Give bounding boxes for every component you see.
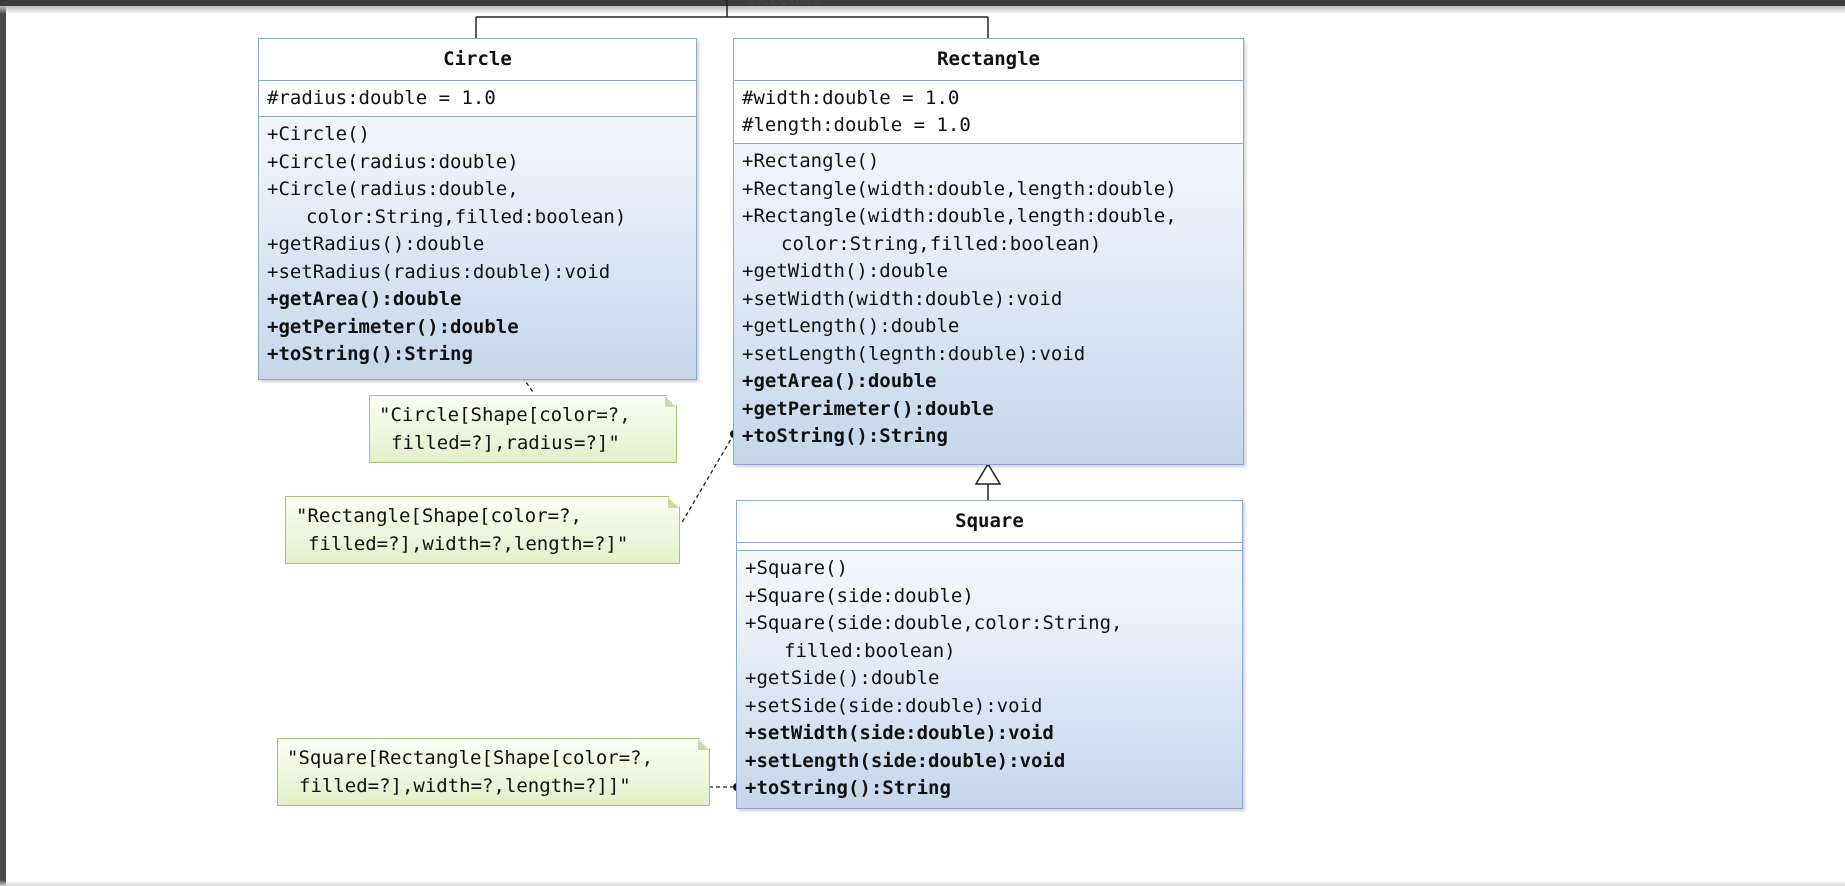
- operation-line: +Circle(radius:double,: [267, 178, 519, 200]
- class-circle-operations: +Circle() +Circle(radius:double) +Circle(r…: [259, 117, 696, 373]
- class-square-operations: +Square() +Square(side:double) +Square(sid…: [737, 551, 1242, 807]
- operation-line: +setLength(side:double):void: [745, 749, 1066, 772]
- note-rectangle-tostring: "Rectangle[Shape[color=?, filled=?],widt…: [285, 496, 680, 564]
- operation-line: +getArea():double: [267, 288, 462, 310]
- operation-line: filled:boolean): [784, 639, 956, 662]
- note-fold-corner: [665, 396, 676, 407]
- note-line: "Circle[Shape[color=?,: [379, 404, 631, 426]
- note-square-tostring: "Square[Rectangle[Shape[color=?, filled=…: [277, 738, 710, 806]
- operation-line: color:String,filled:boolean): [306, 205, 627, 228]
- note-line: filled=?],width=?,length=?]]": [299, 774, 631, 797]
- operation-line: +Square(): [745, 557, 848, 579]
- window-left-edge: [0, 0, 6, 886]
- operation-line: +Circle(): [267, 123, 370, 145]
- operation-line: +getLength():double: [742, 315, 960, 337]
- attribute-line: #radius:double = 1.0: [267, 87, 496, 109]
- operation-line: +Square(side:double): [745, 584, 974, 607]
- operation-line: +toString():String: [745, 777, 951, 799]
- note-fold-corner: [698, 739, 709, 750]
- operation-line: +getArea():double: [742, 370, 937, 392]
- inheritance-arrowhead: [974, 462, 1002, 485]
- operation-line: +setWidth(width:double):void: [742, 287, 1063, 310]
- class-rectangle-operations: +Rectangle() +Rectangle(width:double,leng…: [734, 144, 1243, 455]
- operation-line: +toString():String: [267, 343, 473, 365]
- class-circle-title: Circle: [259, 39, 696, 81]
- operation-line: +Rectangle(): [742, 150, 880, 172]
- operation-line: +Rectangle(width:double,length:double): [742, 177, 1177, 200]
- note-line: filled=?],radius=?]": [391, 431, 620, 454]
- class-square-title: Square: [737, 501, 1242, 543]
- note-fold-corner: [668, 497, 679, 508]
- operation-line: +setWidth(side:double):void: [745, 722, 1054, 744]
- rectangle-note-link: [680, 433, 735, 525]
- window-top-shadow: [0, 6, 1845, 14]
- operation-line: +Circle(radius:double): [267, 150, 519, 173]
- class-rectangle[interactable]: Rectangle #width:double = 1.0 #length:dou…: [733, 38, 1244, 465]
- operation-line: +Rectangle(width:double,length:double,: [742, 205, 1177, 227]
- class-square[interactable]: Square +Square()+Square(side:double)+Squ…: [736, 500, 1243, 809]
- operation-line: +getSide():double: [745, 667, 940, 689]
- class-circle[interactable]: Circle #radius:double = 1.0 +Circle()+Ci…: [258, 38, 697, 380]
- class-rectangle-title: Rectangle: [734, 39, 1243, 81]
- note-line: "Square[Rectangle[Shape[color=?,: [287, 747, 654, 769]
- operation-line: color:String,filled:boolean): [781, 232, 1102, 255]
- window-bottom-shadow: [0, 880, 1845, 886]
- note-line: filled=?],width=?,length=?]": [308, 532, 629, 555]
- window-top-edge: [0, 0, 1845, 6]
- operation-line: +setRadius(radius:double):void: [267, 260, 611, 283]
- operation-line: +setSide(side:double):void: [745, 694, 1043, 717]
- note-circle-tostring: "Circle[Shape[color=?, filled=?],radius=…: [369, 395, 677, 463]
- note-line: "Rectangle[Shape[color=?,: [296, 505, 582, 527]
- extends-label-cut: extends: [746, 0, 822, 9]
- operation-line: +Square(side:double,color:String,: [745, 612, 1123, 634]
- class-rectangle-attributes: #width:double = 1.0 #length:double = 1.0: [734, 81, 1243, 144]
- operation-line: +getPerimeter():double: [742, 397, 994, 420]
- operation-line: +getRadius():double: [267, 233, 485, 255]
- class-circle-attributes: #radius:double = 1.0: [259, 81, 696, 117]
- operation-line: +getPerimeter():double: [267, 315, 519, 338]
- operation-line: +setLength(legnth:double):void: [742, 342, 1086, 365]
- attribute-line: #width:double = 1.0: [742, 87, 960, 109]
- class-square-attributes: [737, 543, 1242, 551]
- operation-line: +getWidth():double: [742, 260, 948, 282]
- attribute-line: #length:double = 1.0: [742, 114, 971, 136]
- operation-line: +toString():String: [742, 425, 948, 447]
